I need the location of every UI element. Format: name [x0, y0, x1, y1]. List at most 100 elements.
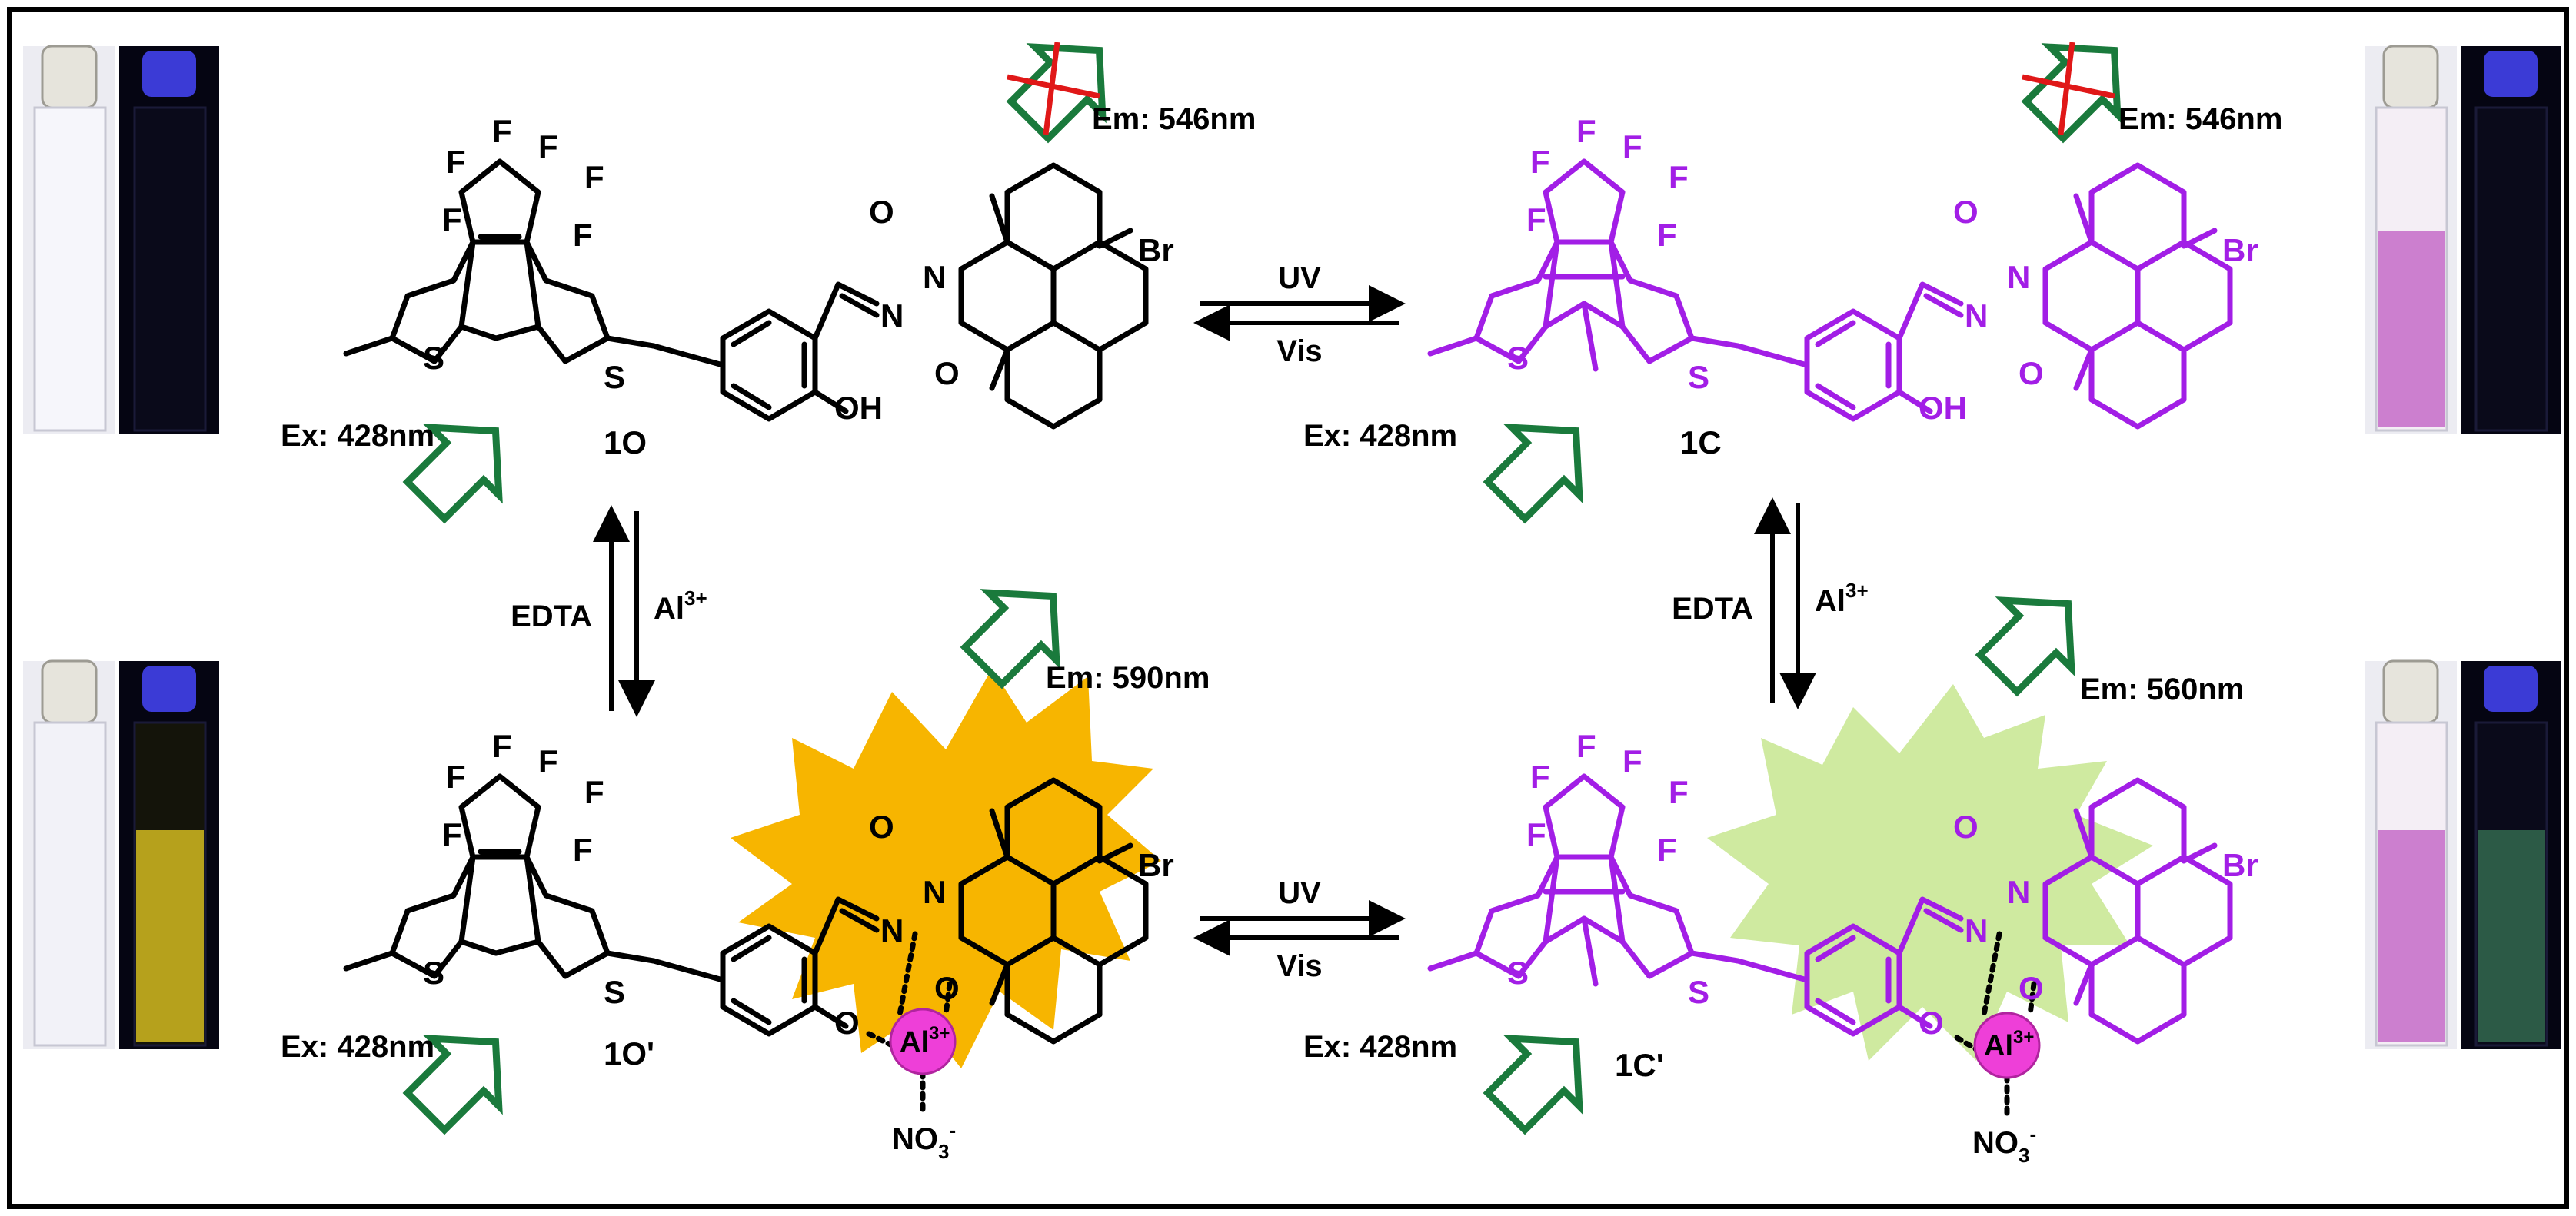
svg-text:F: F: [1576, 113, 1596, 149]
svg-text:Al3+: Al3+: [900, 1023, 950, 1058]
emission-label-1O: Em: 546nm: [1092, 102, 1256, 136]
svg-text:Al3+: Al3+: [1984, 1027, 2034, 1062]
svg-text:F: F: [1669, 159, 1689, 195]
svg-text:F: F: [446, 759, 466, 795]
svg-text:N: N: [923, 874, 946, 910]
compound-id-1O-prime: 1O': [604, 1035, 654, 1071]
excitation-label-1C: Ex: 428nm: [1303, 419, 1457, 453]
red-cross-icon: [2022, 42, 2115, 135]
svg-text:F: F: [1530, 759, 1550, 795]
svg-text:O: O: [869, 809, 894, 845]
coordination-bonds-1C-prime: [1954, 931, 2037, 1118]
structure-1O-prime: [346, 776, 1146, 1114]
svg-text:Vis: Vis: [1276, 949, 1322, 983]
svg-text:F: F: [1576, 728, 1596, 764]
compound-id-1O: 1O: [604, 424, 647, 460]
svg-text:NO3-: NO3-: [892, 1118, 956, 1163]
svg-text:S: S: [604, 359, 625, 395]
excitation-label-1O: Ex: 428nm: [281, 419, 434, 453]
atom-labels-1C: F F F F F F S S O N N O Br OH: [1507, 113, 2258, 426]
svg-text:O: O: [2019, 355, 2044, 391]
svg-text:N: N: [880, 912, 904, 949]
svg-text:Al3+: Al3+: [654, 586, 707, 626]
svg-text:N: N: [1965, 297, 1988, 334]
excitation-label-1C-prime: Ex: 428nm: [1303, 1030, 1457, 1064]
svg-text:UV: UV: [1278, 876, 1321, 910]
fluorescence-burst-green: [1707, 684, 2153, 1061]
svg-text:F: F: [1669, 774, 1689, 810]
svg-text:O: O: [834, 1005, 860, 1041]
svg-text:F: F: [1526, 816, 1546, 852]
cuvette-photo-1O: [23, 45, 219, 434]
equilibrium-arrow-left: EDTA Al3+: [511, 505, 707, 717]
svg-text:O: O: [2019, 970, 2044, 1006]
svg-text:S: S: [423, 340, 444, 376]
svg-text:S: S: [423, 955, 444, 991]
svg-text:O: O: [1953, 809, 1979, 845]
svg-text:Br: Br: [2222, 232, 2258, 268]
svg-text:N: N: [2007, 874, 2030, 910]
svg-text:OH: OH: [834, 390, 883, 426]
emission-label-1O-prime: Em: 590nm: [1046, 661, 1210, 695]
svg-text:F: F: [584, 159, 604, 195]
equilibrium-arrow-bottom: UV Vis: [1193, 876, 1406, 983]
compound-id-1C: 1C: [1680, 424, 1722, 460]
svg-text:Br: Br: [1138, 232, 1174, 268]
structure-1O: [346, 161, 1146, 427]
atom-labels-1C-prime: F F F F F F S S O N N O Br O: [1507, 728, 2258, 1041]
al-ion-1O-prime: Al3+ NO3-: [889, 1008, 957, 1163]
svg-text:Al3+: Al3+: [1815, 579, 1869, 618]
svg-text:S: S: [1688, 359, 1709, 395]
svg-text:O: O: [869, 194, 894, 230]
svg-text:F: F: [446, 144, 466, 180]
cuvette-photo-1O-prime: [23, 659, 219, 1049]
svg-text:F: F: [492, 113, 512, 149]
cuvette-photo-1C-prime: [2365, 659, 2561, 1049]
excitation-label-1O-prime: Ex: 428nm: [281, 1030, 434, 1064]
red-cross-icon: [1007, 42, 1100, 135]
svg-text:S: S: [604, 974, 625, 1010]
svg-text:F: F: [1526, 201, 1546, 238]
svg-text:OH: OH: [1919, 390, 1967, 426]
svg-text:O: O: [934, 355, 960, 391]
svg-text:F: F: [442, 816, 462, 852]
svg-text:N: N: [2007, 259, 2030, 295]
svg-text:N: N: [880, 297, 904, 334]
atom-labels-1O-prime: F F F F F F S S O N N O Br O: [423, 728, 1174, 1041]
svg-text:O: O: [1919, 1005, 1944, 1041]
svg-text:N: N: [923, 259, 946, 295]
compound-id-1C-prime: 1C': [1615, 1047, 1664, 1083]
svg-text:F: F: [1530, 144, 1550, 180]
svg-text:Vis: Vis: [1276, 334, 1322, 368]
svg-text:UV: UV: [1278, 261, 1321, 295]
svg-text:S: S: [1507, 955, 1529, 991]
svg-text:F: F: [538, 743, 558, 779]
svg-text:F: F: [584, 774, 604, 810]
structure-1C: [1430, 161, 2230, 427]
svg-text:NO3-: NO3-: [1972, 1122, 2036, 1167]
svg-text:EDTA: EDTA: [1672, 592, 1753, 626]
svg-text:Br: Br: [1138, 847, 1174, 883]
svg-text:F: F: [1622, 128, 1642, 164]
svg-text:F: F: [538, 128, 558, 164]
cuvette-photo-1C: [2365, 45, 2561, 434]
svg-text:F: F: [1622, 743, 1642, 779]
svg-text:F: F: [1657, 217, 1677, 253]
svg-text:N: N: [1965, 912, 1988, 949]
atom-labels-1O: F F F F F F S S O N N O Br OH: [423, 113, 1174, 426]
svg-text:S: S: [1688, 974, 1709, 1010]
svg-text:Br: Br: [2222, 847, 2258, 883]
structure-1C-prime: [1430, 776, 2230, 1042]
equilibrium-arrow-top: UV Vis: [1193, 261, 1406, 368]
svg-text:F: F: [492, 728, 512, 764]
equilibrium-arrow-right: EDTA Al3+: [1672, 497, 1869, 709]
svg-text:F: F: [573, 832, 593, 868]
svg-text:F: F: [573, 217, 593, 253]
svg-text:F: F: [442, 201, 462, 238]
svg-text:O: O: [934, 970, 960, 1006]
svg-text:F: F: [1657, 832, 1677, 868]
emission-label-1C: Em: 546nm: [2118, 102, 2282, 136]
svg-text:EDTA: EDTA: [511, 600, 592, 633]
svg-text:S: S: [1507, 340, 1529, 376]
